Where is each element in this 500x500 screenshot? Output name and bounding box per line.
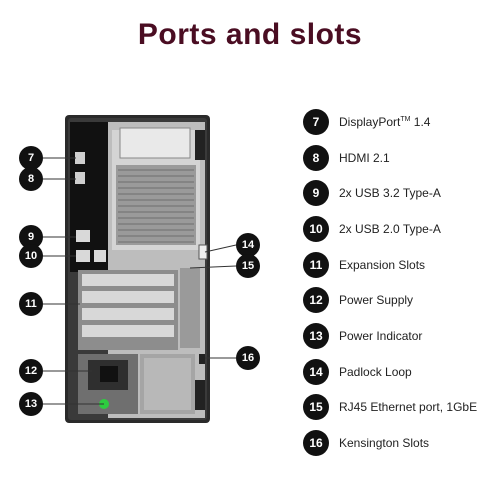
legend-label: DisplayPortTM 1.4 [339, 114, 431, 129]
legend-label: Expansion Slots [339, 257, 426, 272]
callout-badge-15: 15 [236, 254, 260, 278]
legend-label: RJ45 Ethernet port, 1GbE [339, 400, 478, 415]
callout-badge-14: 14 [236, 233, 260, 257]
legend-number: 13 [303, 322, 329, 349]
legend-number: 16 [303, 430, 329, 457]
legend-item-expansion-slots: 11 Expansion Slots [303, 247, 500, 283]
legend-number: 10 [303, 215, 329, 242]
ports-legend: 7 DisplayPortTM 1.4 8 HDMI 2.1 9 2x USB … [303, 104, 500, 461]
legend-label: 2x USB 2.0 Type-A [339, 221, 441, 236]
legend-item-usb32: 9 2x USB 3.2 Type-A [303, 175, 500, 211]
legend-item-power-supply: 12 Power Supply [303, 282, 500, 318]
legend-label: Power Supply [339, 293, 414, 308]
legend-label: Kensington Slots [339, 436, 430, 451]
callout-badge-13: 13 [19, 392, 43, 416]
legend-item-usb20: 10 2x USB 2.0 Type-A [303, 211, 500, 247]
legend-label: Power Indicator [339, 328, 423, 343]
legend-item-power-indicator: 13 Power Indicator [303, 318, 500, 354]
legend-label: 2x USB 3.2 Type-A [339, 186, 441, 201]
page-title: Ports and slots [137, 18, 363, 51]
legend-number: 11 [303, 251, 329, 278]
legend-item-hdmi: 8 HDMI 2.1 [303, 140, 500, 176]
legend-number: 14 [303, 358, 329, 385]
callout-badge-12: 12 [19, 359, 43, 383]
callout-badge-8: 8 [19, 167, 43, 191]
legend-label: Padlock Loop [339, 364, 412, 379]
callout-badge-16: 16 [236, 346, 260, 370]
callout-badge-10: 10 [19, 244, 43, 268]
legend-number: 8 [303, 144, 329, 171]
legend-item-padlock-loop: 14 Padlock Loop [303, 354, 500, 390]
legend-number: 7 [303, 108, 329, 135]
legend-item-displayport: 7 DisplayPortTM 1.4 [303, 104, 500, 140]
callout-badge-11: 11 [19, 292, 43, 316]
legend-item-kensington: 16 Kensington Slots [303, 425, 500, 461]
legend-number: 9 [303, 180, 329, 207]
legend-label: HDMI 2.1 [339, 150, 390, 165]
legend-item-rj45: 15 RJ45 Ethernet port, 1GbE [303, 390, 500, 426]
legend-number: 15 [303, 394, 329, 421]
callout-badge-7: 7 [19, 146, 43, 170]
legend-number: 12 [303, 287, 329, 314]
